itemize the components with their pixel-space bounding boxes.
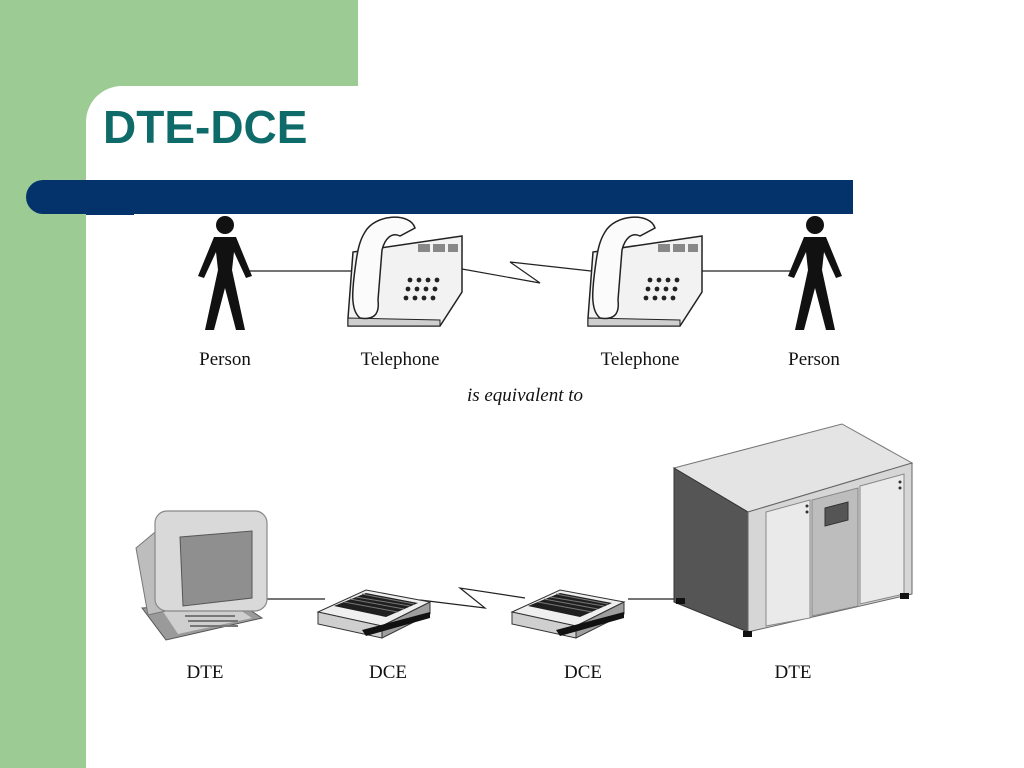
title-underline-bar [26,180,853,214]
bottom-label-dte-right: DTE [775,662,812,683]
person-right-icon [788,216,842,330]
top-label-person-right: Person [788,349,840,370]
bottom-label-dce-right: DCE [564,662,602,683]
equivalence-caption: is equivalent to [467,385,583,406]
telephone-right-icon [587,216,703,327]
bottom-label-dte-left: DTE [187,662,224,683]
modem-right-icon [510,589,626,639]
dce-zigzag-link [419,587,526,609]
bottom-label-dce-left: DCE [369,662,407,683]
top-label-telephone-right: Telephone [601,349,680,370]
mainframe-computer-icon [672,423,914,637]
phone-zigzag-link [461,261,601,284]
computer-terminal-icon [135,510,268,641]
top-label-person-left: Person [199,349,251,370]
green-accent-left [0,0,86,768]
telephone-left-icon [347,216,463,327]
person-left-icon [198,216,252,330]
modem-left-icon [316,589,432,639]
top-label-telephone-left: Telephone [361,349,440,370]
bar-tick-decoration [86,212,134,215]
slide-title: DTE-DCE [103,101,308,153]
